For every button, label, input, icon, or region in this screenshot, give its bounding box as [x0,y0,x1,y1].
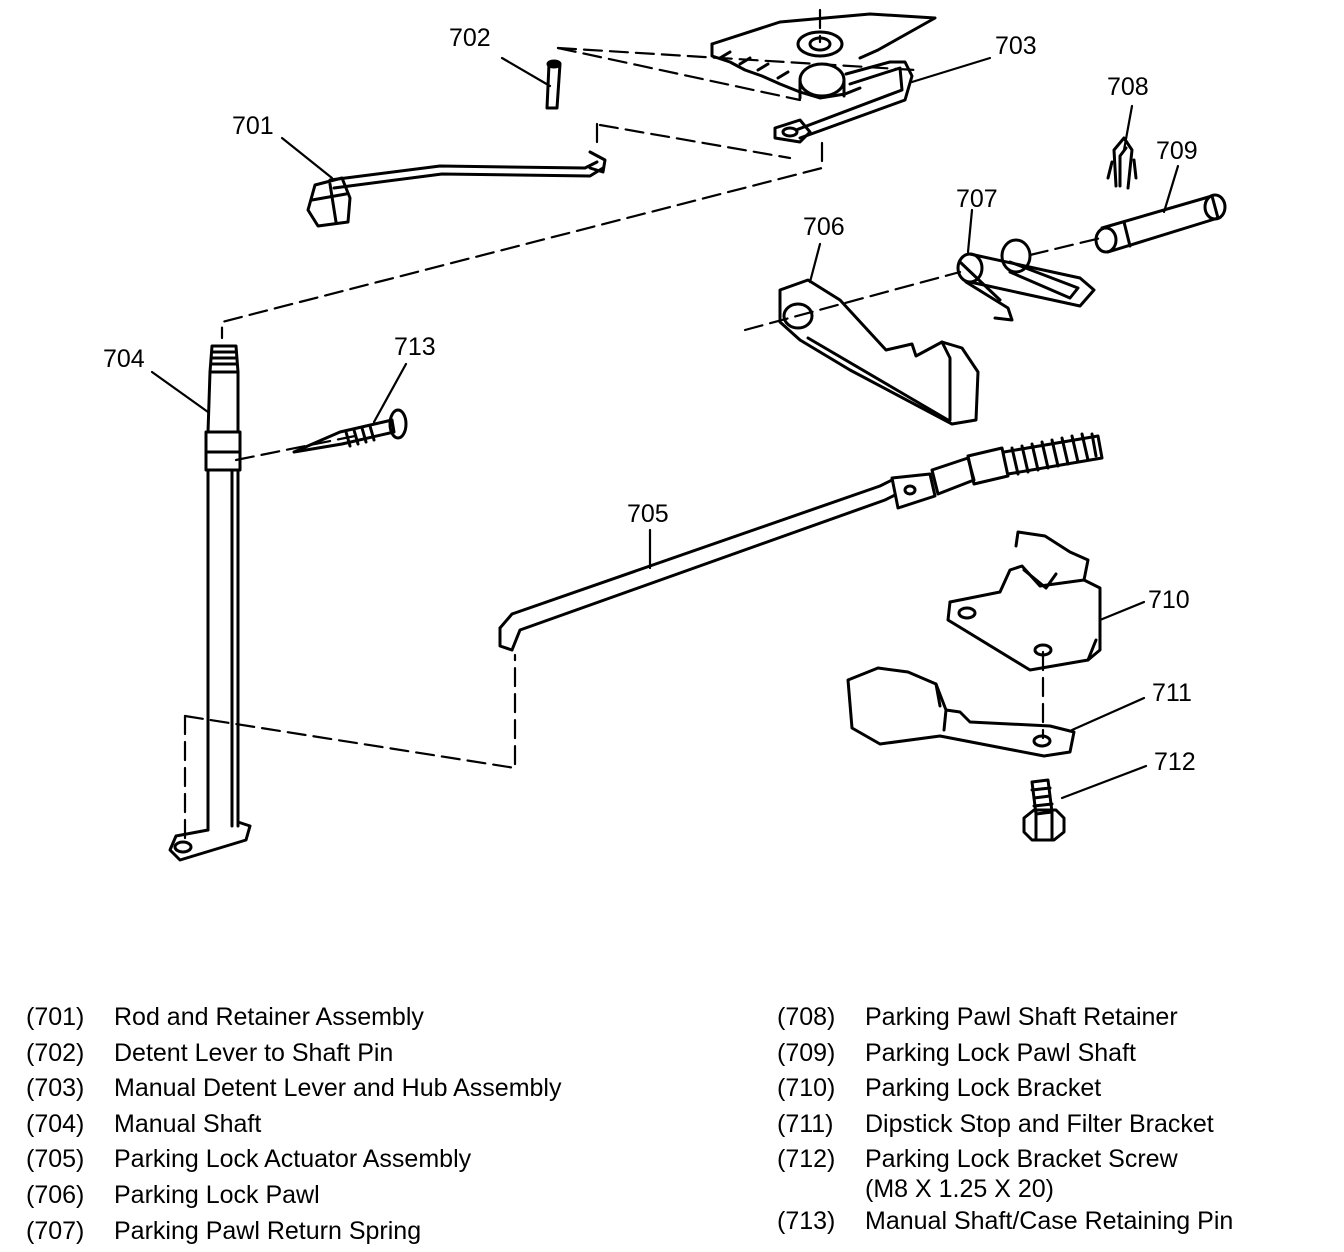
legend-row-704: (704) Manual Shaft [26,1107,561,1143]
part-711-dipstick-filter-bracket [846,666,1076,758]
legend-number: (713) [777,1206,836,1235]
legend-number: (705) [26,1145,85,1174]
legend-note: (M8 X 1.25 X 20) [865,1174,1054,1203]
legend-number: (701) [26,1003,85,1031]
part-705-parking-lock-actuator [498,432,1104,652]
legend-description: Rod and Retainer Assembly [114,1003,424,1031]
leader-lines [150,56,1180,800]
legend-description: Detent Lever to Shaft Pin [114,1038,394,1067]
legend-description: Parking Pawl Shaft Retainer [865,1003,1178,1031]
legend-description: Parking Lock Actuator Assembly [114,1145,472,1174]
legend-number: (703) [26,1074,85,1103]
callout-707: 707 [956,185,998,213]
legend-row-706: (706) Parking Lock Pawl [26,1178,561,1214]
legend-row-701: (701) Rod and Retainer Assembly [26,1000,561,1036]
legend-description: Parking Lock Pawl [114,1180,320,1209]
legend-left-column: (701) Rod and Retainer Assembly (702) De… [26,1000,561,1249]
part-704-manual-shaft [168,344,252,862]
part-713-retaining-pin [292,408,408,454]
callout-711: 711 [1152,679,1192,707]
legend-row-702: (702) Detent Lever to Shaft Pin [26,1036,561,1072]
callout-710: 710 [1148,586,1190,614]
legend-row-705: (705) Parking Lock Actuator Assembly [26,1142,561,1178]
legend-number: (709) [777,1038,836,1067]
legend-row-709: (709) Parking Lock Pawl Shaft [777,1036,1233,1072]
legend-number: (707) [26,1216,85,1245]
legend-description: Parking Pawl Return Spring [114,1216,422,1245]
legend-row-708: (708) Parking Pawl Shaft Retainer [777,1000,1233,1036]
legend-row-707: (707) Parking Pawl Return Spring [26,1214,561,1250]
callout-709: 709 [1156,137,1198,165]
exploded-parts-diagram: 701 702 703 704 705 706 707 708 709 710 … [103,8,1227,862]
legend-description: Dipstick Stop and Filter Bracket [865,1109,1214,1138]
legend-number: (706) [26,1180,85,1209]
callout-708: 708 [1107,73,1149,101]
part-710-parking-lock-bracket [946,530,1102,672]
legend-description: Manual Shaft [114,1109,262,1138]
callout-labels: 701 702 703 704 705 706 707 708 709 710 … [103,24,1198,776]
legend-number: (710) [777,1074,836,1103]
part-707-return-spring [956,238,1096,322]
legend-description: Manual Shaft/Case Retaining Pin [865,1206,1234,1235]
part-712-bracket-screw [1022,778,1066,842]
assembly-centerlines [183,8,1107,844]
part-706-parking-lock-pawl [778,278,980,426]
part-708-shaft-retainer [1106,136,1138,190]
part-702-pin [545,59,562,110]
callout-702: 702 [449,24,491,52]
legend-description: Parking Lock Pawl Shaft [865,1038,1136,1067]
legend-description: Manual Detent Lever and Hub Assembly [114,1074,562,1103]
legend-row-712: (712) Parking Lock Bracket Screw (M8 X 1… [777,1142,1233,1204]
legend-row-710: (710) Parking Lock Bracket [777,1071,1233,1107]
legend-description: Parking Lock Bracket Screw (M8 X 1.25 X … [865,1145,1178,1203]
legend-number: (702) [26,1038,85,1067]
legend-description: Parking Lock Bracket [865,1074,1102,1103]
callout-712: 712 [1154,748,1196,776]
callout-701: 701 [232,112,274,140]
legend-number: (711) [777,1109,834,1138]
legend-row-713: (713) Manual Shaft/Case Retaining Pin [777,1204,1233,1240]
legend-right-column: (708) Parking Pawl Shaft Retainer (709) … [777,1000,1233,1240]
callout-713: 713 [394,333,436,361]
callout-703: 703 [995,32,1037,60]
callout-706: 706 [803,213,845,241]
callout-705: 705 [627,500,669,528]
part-709-pawl-shaft [1094,193,1227,254]
legend-number: (708) [777,1003,836,1031]
callout-704: 704 [103,345,145,373]
legend-row-703: (703) Manual Detent Lever and Hub Assemb… [26,1071,561,1107]
part-703-detent-lever-hub [710,12,937,144]
part-701-rod-retainer [306,150,607,228]
legend-row-711: (711) Dipstick Stop and Filter Bracket [777,1107,1233,1143]
legend-number: (704) [26,1109,85,1138]
legend-number: (712) [777,1145,836,1174]
